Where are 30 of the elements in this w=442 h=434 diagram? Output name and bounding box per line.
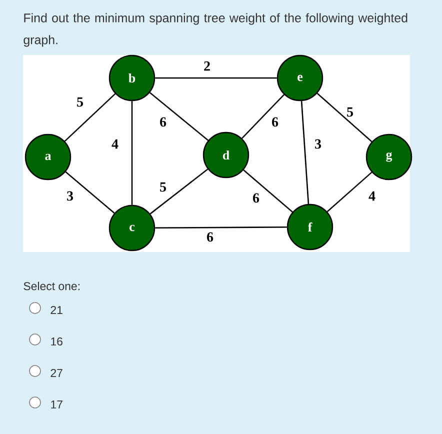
edge-line [131,101,133,205]
edge-line [150,168,208,214]
edge-line [65,171,115,214]
option-text: 16 [51,337,62,346]
edge-line [155,77,277,79]
edge-weight: 6 [253,193,260,203]
edge-weight: 3 [315,139,322,149]
option-text: 27 [50,369,62,377]
prompt-text: Select one: [24,282,80,290]
edge-line [300,101,310,204]
edge-line [242,94,284,139]
option-text: 21 [50,306,62,314]
edge-weight: 6 [272,117,278,127]
edge-weight: 6 [207,232,214,242]
edge-line [149,92,209,141]
edge-weight: 4 [368,191,376,201]
edge-weight: 2 [204,61,210,71]
edge-line [243,170,293,212]
edge-weight: 5 [347,107,353,117]
edge-weight: 6 [160,117,166,127]
option-text: 17 [51,400,62,408]
edge-line [326,172,372,212]
question-text: Find out the minimum spanning tree weight of the following weighted graph. [24,13,408,47]
edge-line [316,92,372,142]
edge-weight: 5 [77,97,83,107]
edge-weight: 3 [67,191,74,201]
edge-line [64,93,116,142]
edge-weight: 5 [160,182,166,192]
edge-weight: 4 [112,139,118,149]
edge-line [155,226,287,229]
